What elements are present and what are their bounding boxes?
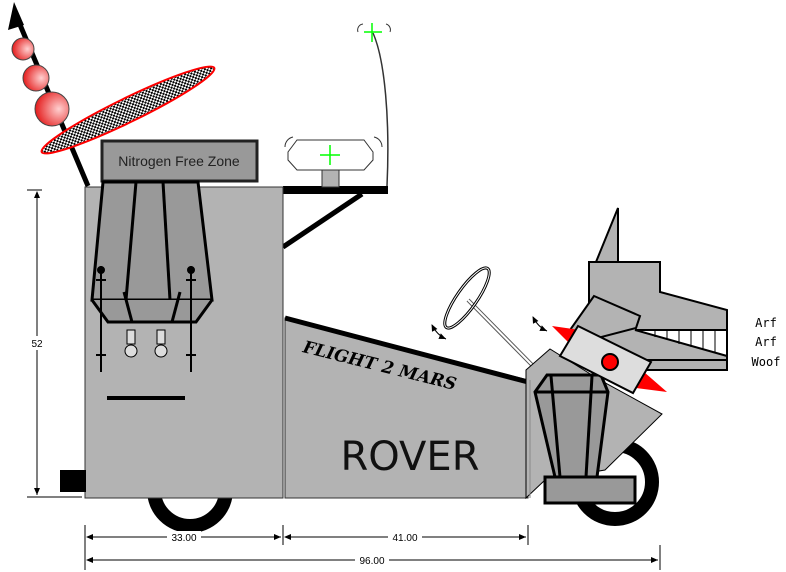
satellite-dish (40, 65, 216, 155)
svg-text:Arf: Arf (755, 316, 777, 330)
rear-tank (90, 180, 214, 324)
platform (283, 186, 388, 194)
svg-text:Arf: Arf (755, 335, 777, 349)
front-tank (533, 373, 637, 505)
height-label: 52 (31, 339, 43, 350)
steering-wheel (443, 266, 491, 330)
total-length-label: 96.00 (359, 556, 384, 567)
searchlight (284, 136, 383, 188)
arrow-up-icon (8, 2, 24, 30)
length-dimensions (84, 525, 661, 570)
sign-label: Nitrogen Free Zone (118, 153, 240, 169)
gauges (96, 266, 196, 400)
rear-bumper (60, 470, 86, 492)
sign: Nitrogen Free Zone (100, 139, 259, 183)
mid-section-label: 41.00 (392, 533, 417, 544)
dog-speech: Arf Arf Woof (752, 316, 781, 369)
height-dimension (27, 189, 82, 498)
rotate-icon (532, 316, 548, 332)
rear-section-label: 33.00 (171, 533, 196, 544)
rotate-icon (431, 324, 447, 340)
platform-strut (281, 191, 364, 250)
mast (8, 2, 91, 187)
svg-text:Woof: Woof (752, 355, 781, 369)
crosshair-icon (364, 23, 382, 42)
dog-head (552, 207, 728, 395)
rover-text: ROVER (340, 434, 479, 480)
antenna (372, 32, 389, 187)
